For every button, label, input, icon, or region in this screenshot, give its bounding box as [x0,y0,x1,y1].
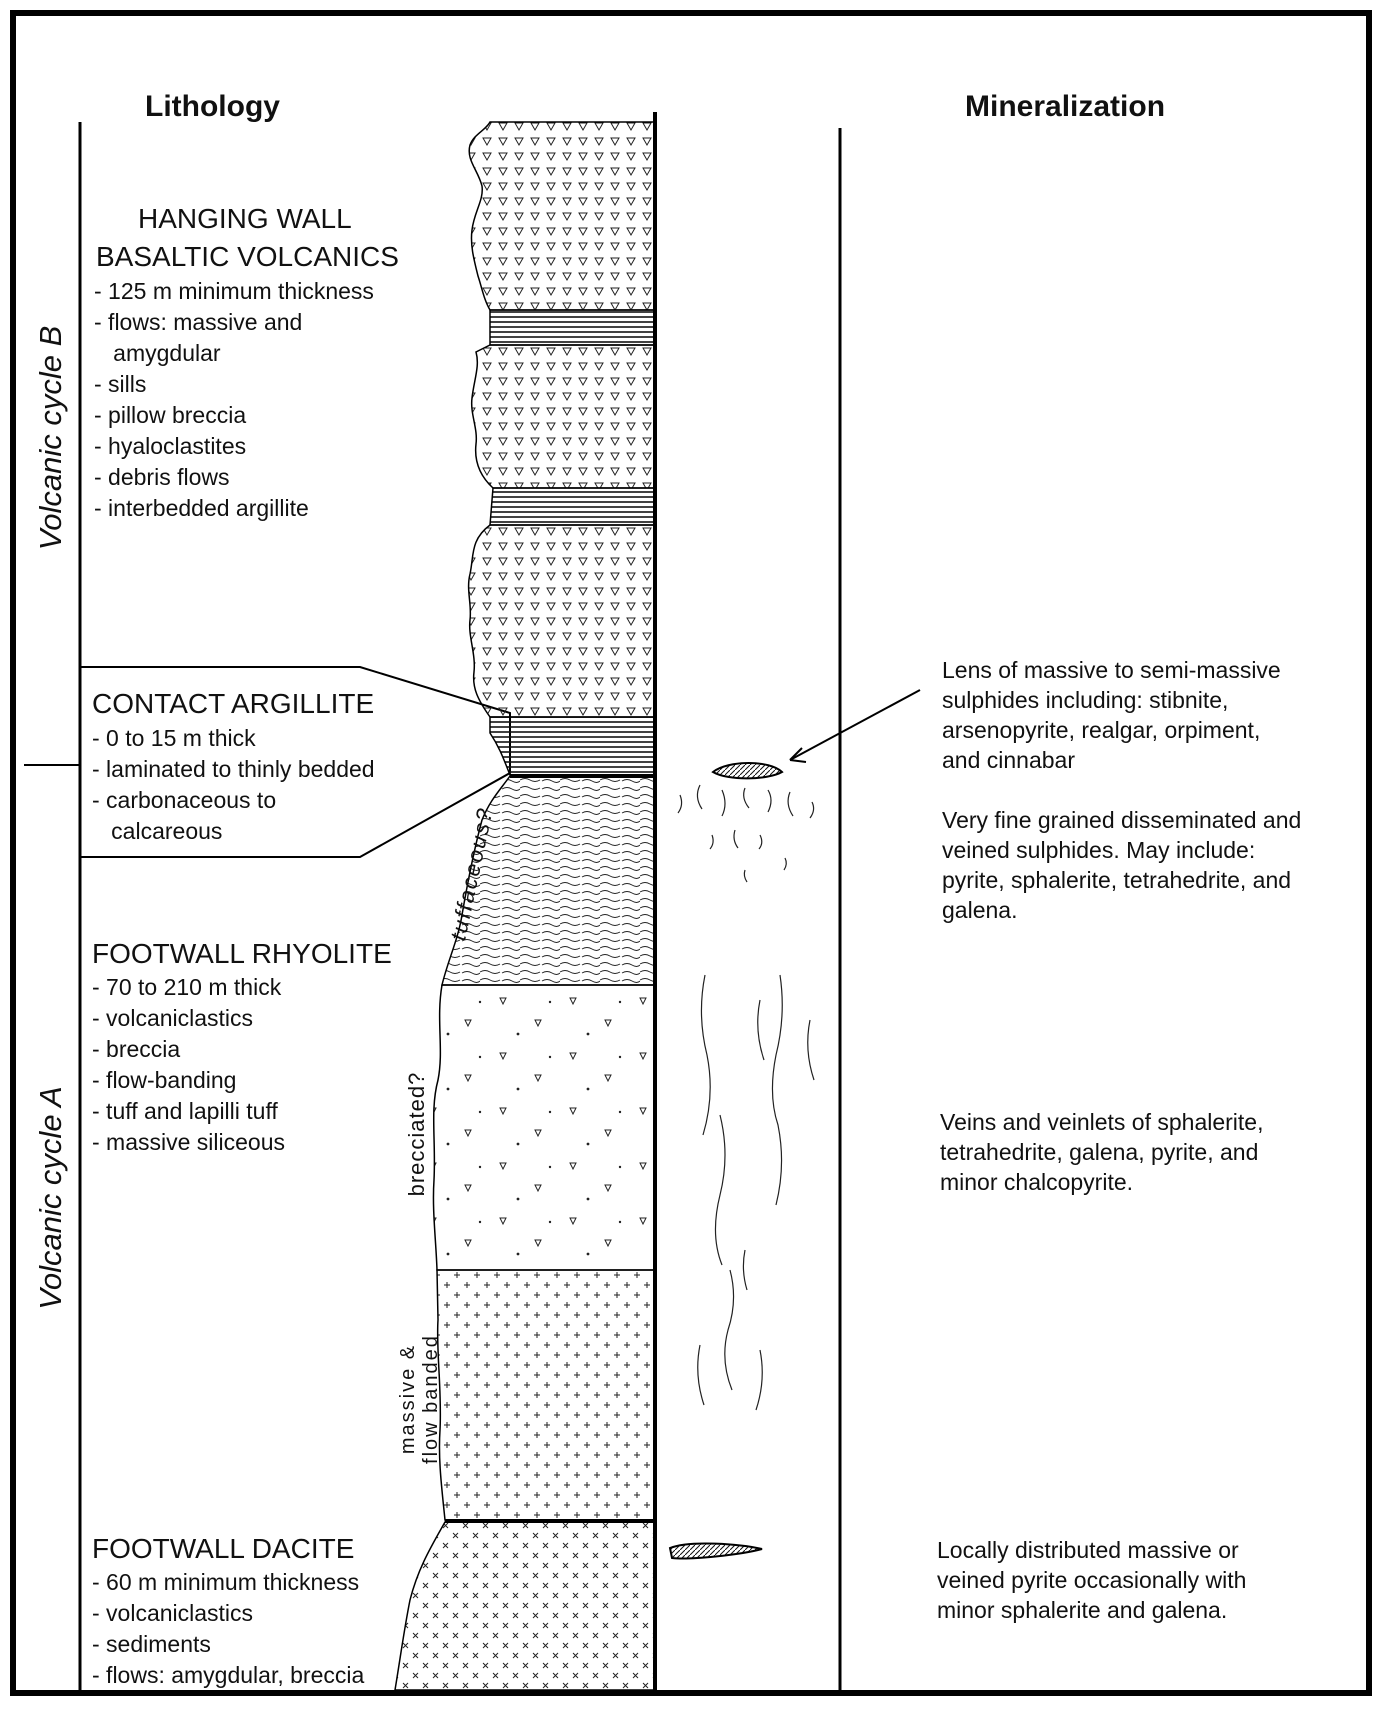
veins-line: Veins and veinlets of sphalerite, [940,1107,1263,1137]
disseminated-description: Very fine grained disseminated and veine… [942,805,1301,925]
brecciated-interval [433,985,655,1270]
disseminated-sulphide-marks [678,785,814,882]
footwall-dacite-title: FOOTWALL DACITE [92,1532,354,1565]
contact-argillite-title: CONTACT ARGILLITE [92,687,374,720]
basalt-bed-3 [469,525,655,717]
massive-label-line1: massive & [397,1319,421,1479]
footwall-dacite-item: - flows: amygdular, breccia [92,1660,364,1691]
sulphide-lens-symbol [713,763,782,778]
argillite-interbed-1 [490,310,655,345]
veins-line: minor chalcopyrite. [940,1167,1263,1197]
hanging-wall-item: - debris flows [94,462,374,493]
footwall-rhyolite-item: - flow-banding [92,1065,285,1096]
pyrite-line: Locally distributed massive or [937,1535,1246,1565]
hanging-wall-item: - hyaloclastites [94,431,374,462]
lens-line: and cinnabar [942,745,1281,775]
brecciated-label: brecciated? [404,1054,432,1214]
contact-argillite-item: - carbonaceous to [92,785,375,816]
footwall-rhyolite-item: - 70 to 210 m thick [92,972,285,1003]
hanging-wall-item: - interbedded argillite [94,493,374,524]
pyrite-description: Locally distributed massive or veined py… [937,1535,1246,1625]
footwall-dacite-item: - 60 m minimum thickness [92,1567,364,1598]
hanging-wall-items: - 125 m minimum thickness - flows: massi… [94,276,374,524]
lens-pointer-line [790,690,920,760]
hanging-wall-item: - pillow breccia [94,400,374,431]
lens-line: Lens of massive to semi-massive [942,655,1281,685]
disseminated-line: galena. [942,895,1301,925]
massive-flow-banded-interval [437,1270,655,1520]
footwall-rhyolite-item: - volcaniclastics [92,1003,285,1034]
contact-argillite-item: - 0 to 15 m thick [92,723,375,754]
disseminated-line: Very fine grained disseminated and [942,805,1301,835]
footwall-rhyolite-item: - tuff and lapilli tuff [92,1096,285,1127]
volcanic-cycle-a-label: Volcanic cycle A [33,1073,69,1323]
basalt-bed-2 [472,345,655,488]
lens-line: sulphides including: stibnite, [942,685,1281,715]
argillite-interbed-2 [490,488,655,525]
lithology-header: Lithology [145,90,280,124]
hanging-wall-title-2: BASALTIC VOLCANICS [96,240,399,273]
lens-description: Lens of massive to semi-massive sulphide… [942,655,1281,775]
footwall-dacite-items: - 60 m minimum thickness - volcaniclasti… [92,1567,364,1691]
contact-argillite-item: - laminated to thinly bedded [92,754,375,785]
footwall-rhyolite-items: - 70 to 210 m thick - volcaniclastics - … [92,972,285,1158]
footwall-rhyolite-item: - breccia [92,1034,285,1065]
veins-description: Veins and veinlets of sphalerite, tetrah… [940,1107,1263,1197]
disseminated-line: veined sulphides. May include: [942,835,1301,865]
footwall-dacite-bed [395,1522,655,1690]
pyrite-lens-symbol [670,1543,762,1558]
footwall-dacite-item: - sediments [92,1629,364,1660]
hanging-wall-title-1: HANGING WALL [138,202,352,235]
contact-argillite-bed [490,717,655,775]
massive-label-line2: flow banded [420,1319,444,1479]
pyrite-line: minor sphalerite and galena. [937,1595,1246,1625]
contact-argillite-item: calcareous [92,816,375,847]
basalt-bed-1 [469,122,655,310]
footwall-dacite-item: - volcaniclastics [92,1598,364,1629]
hanging-wall-item: - flows: massive and [94,307,374,338]
footwall-rhyolite-item: - massive siliceous [92,1127,285,1158]
hanging-wall-item: - 125 m minimum thickness [94,276,374,307]
contact-argillite-items: - 0 to 15 m thick - laminated to thinly … [92,723,375,847]
lens-line: arsenopyrite, realgar, orpiment, [942,715,1281,745]
vein-marks [698,975,814,1410]
footwall-rhyolite-title: FOOTWALL RHYOLITE [92,937,392,970]
volcanic-cycle-b-label: Volcanic cycle B [33,313,69,563]
pyrite-line: veined pyrite occasionally with [937,1565,1246,1595]
mineralization-header: Mineralization [965,90,1165,124]
hanging-wall-item: - sills [94,369,374,400]
veins-line: tetrahedrite, galena, pyrite, and [940,1137,1263,1167]
hanging-wall-item: amygdular [94,338,374,369]
disseminated-line: pyrite, sphalerite, tetrahedrite, and [942,865,1301,895]
